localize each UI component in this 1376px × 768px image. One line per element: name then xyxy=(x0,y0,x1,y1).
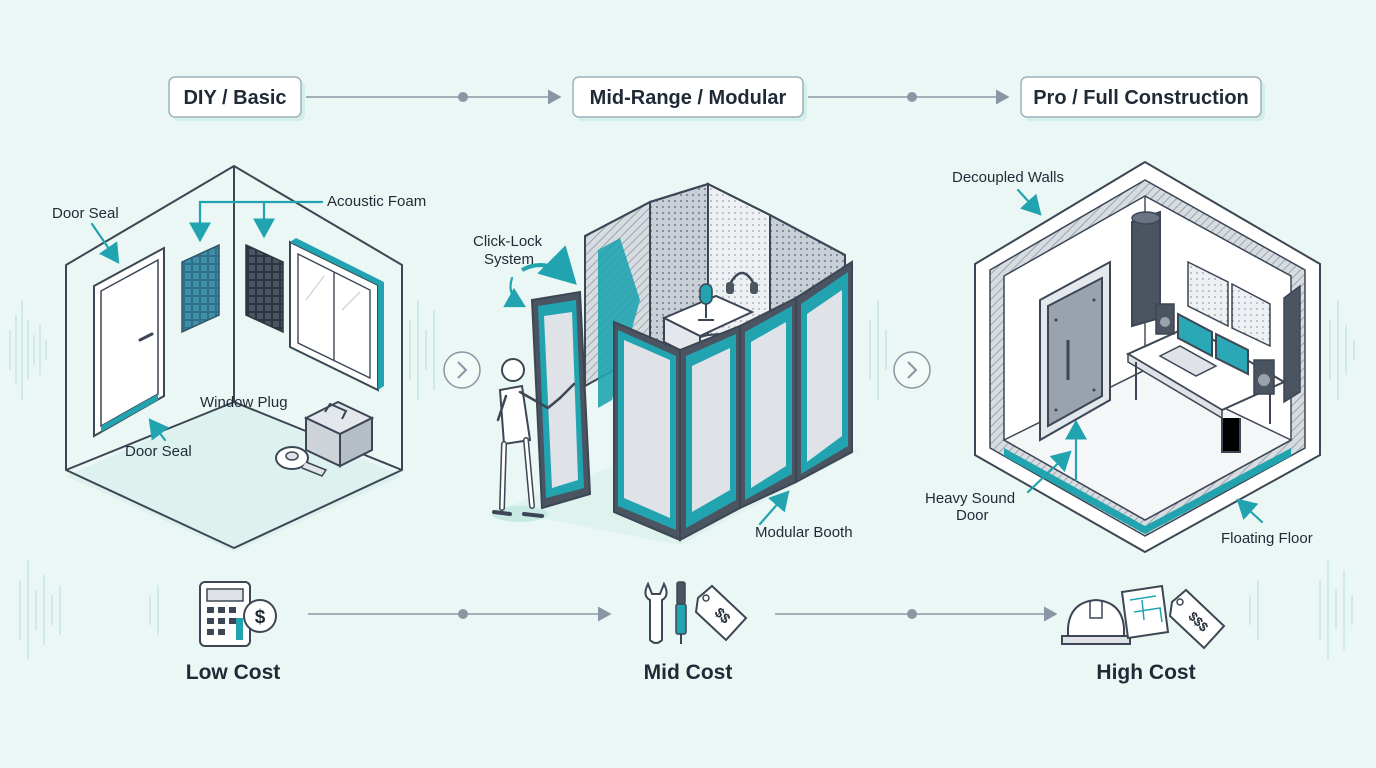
next-chevron-icon-2 xyxy=(893,351,931,389)
diffuser-panel-1 xyxy=(1187,260,1229,328)
callout-acoustic-foam: Acoustic Foam xyxy=(327,193,426,210)
diffuser-panel-2 xyxy=(1231,282,1271,348)
dollar-coin-icon: $ xyxy=(243,599,277,633)
callout-modular-booth: Modular Booth xyxy=(755,524,853,541)
sound-wave-decoration xyxy=(9,300,1355,660)
calculator-icon xyxy=(199,581,251,647)
next-chevron-icon xyxy=(443,351,481,389)
cost-progression-arrows xyxy=(308,606,1058,622)
low-cost-badge: $ xyxy=(255,607,266,628)
tier-header-pro: Pro / Full Construction xyxy=(1020,76,1265,121)
callout-door-seal-bottom: Door Seal xyxy=(125,443,192,460)
tier-progression-arrows xyxy=(306,89,1010,105)
cost-label-low: Low Cost xyxy=(186,661,281,684)
callout-click-lock-2: System xyxy=(484,251,534,268)
blueprint-icon xyxy=(1120,584,1170,640)
price-tag-icon: $$ xyxy=(694,584,748,642)
pro-room-illustration xyxy=(974,160,1321,554)
callout-heavy-door-2: Door xyxy=(956,507,989,524)
callout-decoupled-walls: Decoupled Walls xyxy=(952,169,1064,186)
callout-heavy-door-1: Heavy Sound xyxy=(925,490,1015,507)
headphones-icon xyxy=(726,271,758,294)
tier-label-pro: Pro / Full Construction xyxy=(1033,87,1249,109)
heavy-sound-door-icon xyxy=(1039,260,1111,442)
tier-label-mid: Mid-Range / Modular xyxy=(590,87,787,109)
tier-header-diy: DIY / Basic xyxy=(168,76,305,121)
microphone-icon xyxy=(698,283,714,321)
tier-label-diy: DIY / Basic xyxy=(183,87,286,109)
acoustic-foam-panel-1 xyxy=(181,243,220,334)
monitor-icon-2 xyxy=(1215,332,1249,376)
diy-room-illustration xyxy=(65,165,403,552)
price-tag-icon-2: $$$ xyxy=(1168,588,1226,650)
callout-click-lock-1: Click-Lock xyxy=(473,233,543,250)
monitor-icon xyxy=(1177,312,1213,358)
window-plug-icon xyxy=(289,238,384,392)
acoustic-foam-panel-2 xyxy=(245,243,284,334)
callout-door-seal-top: Door Seal xyxy=(52,205,119,222)
tape-roll-icon xyxy=(275,446,328,477)
callout-window-plug: Window Plug xyxy=(200,394,288,411)
cost-label-high: High Cost xyxy=(1096,661,1195,684)
tools-icon xyxy=(644,581,687,644)
keyboard-icon xyxy=(1158,345,1218,377)
cost-label-mid: Mid Cost xyxy=(644,661,733,684)
hardhat-icon xyxy=(1061,598,1131,645)
door-icon xyxy=(93,246,165,438)
person-icon xyxy=(492,358,576,522)
callout-floating-floor: Floating Floor xyxy=(1221,530,1313,547)
tier-header-mid: Mid-Range / Modular xyxy=(572,76,807,121)
toolbox-icon xyxy=(303,400,375,468)
modular-booth-illustration xyxy=(492,182,860,545)
studio-desk-icon xyxy=(1125,303,1287,453)
